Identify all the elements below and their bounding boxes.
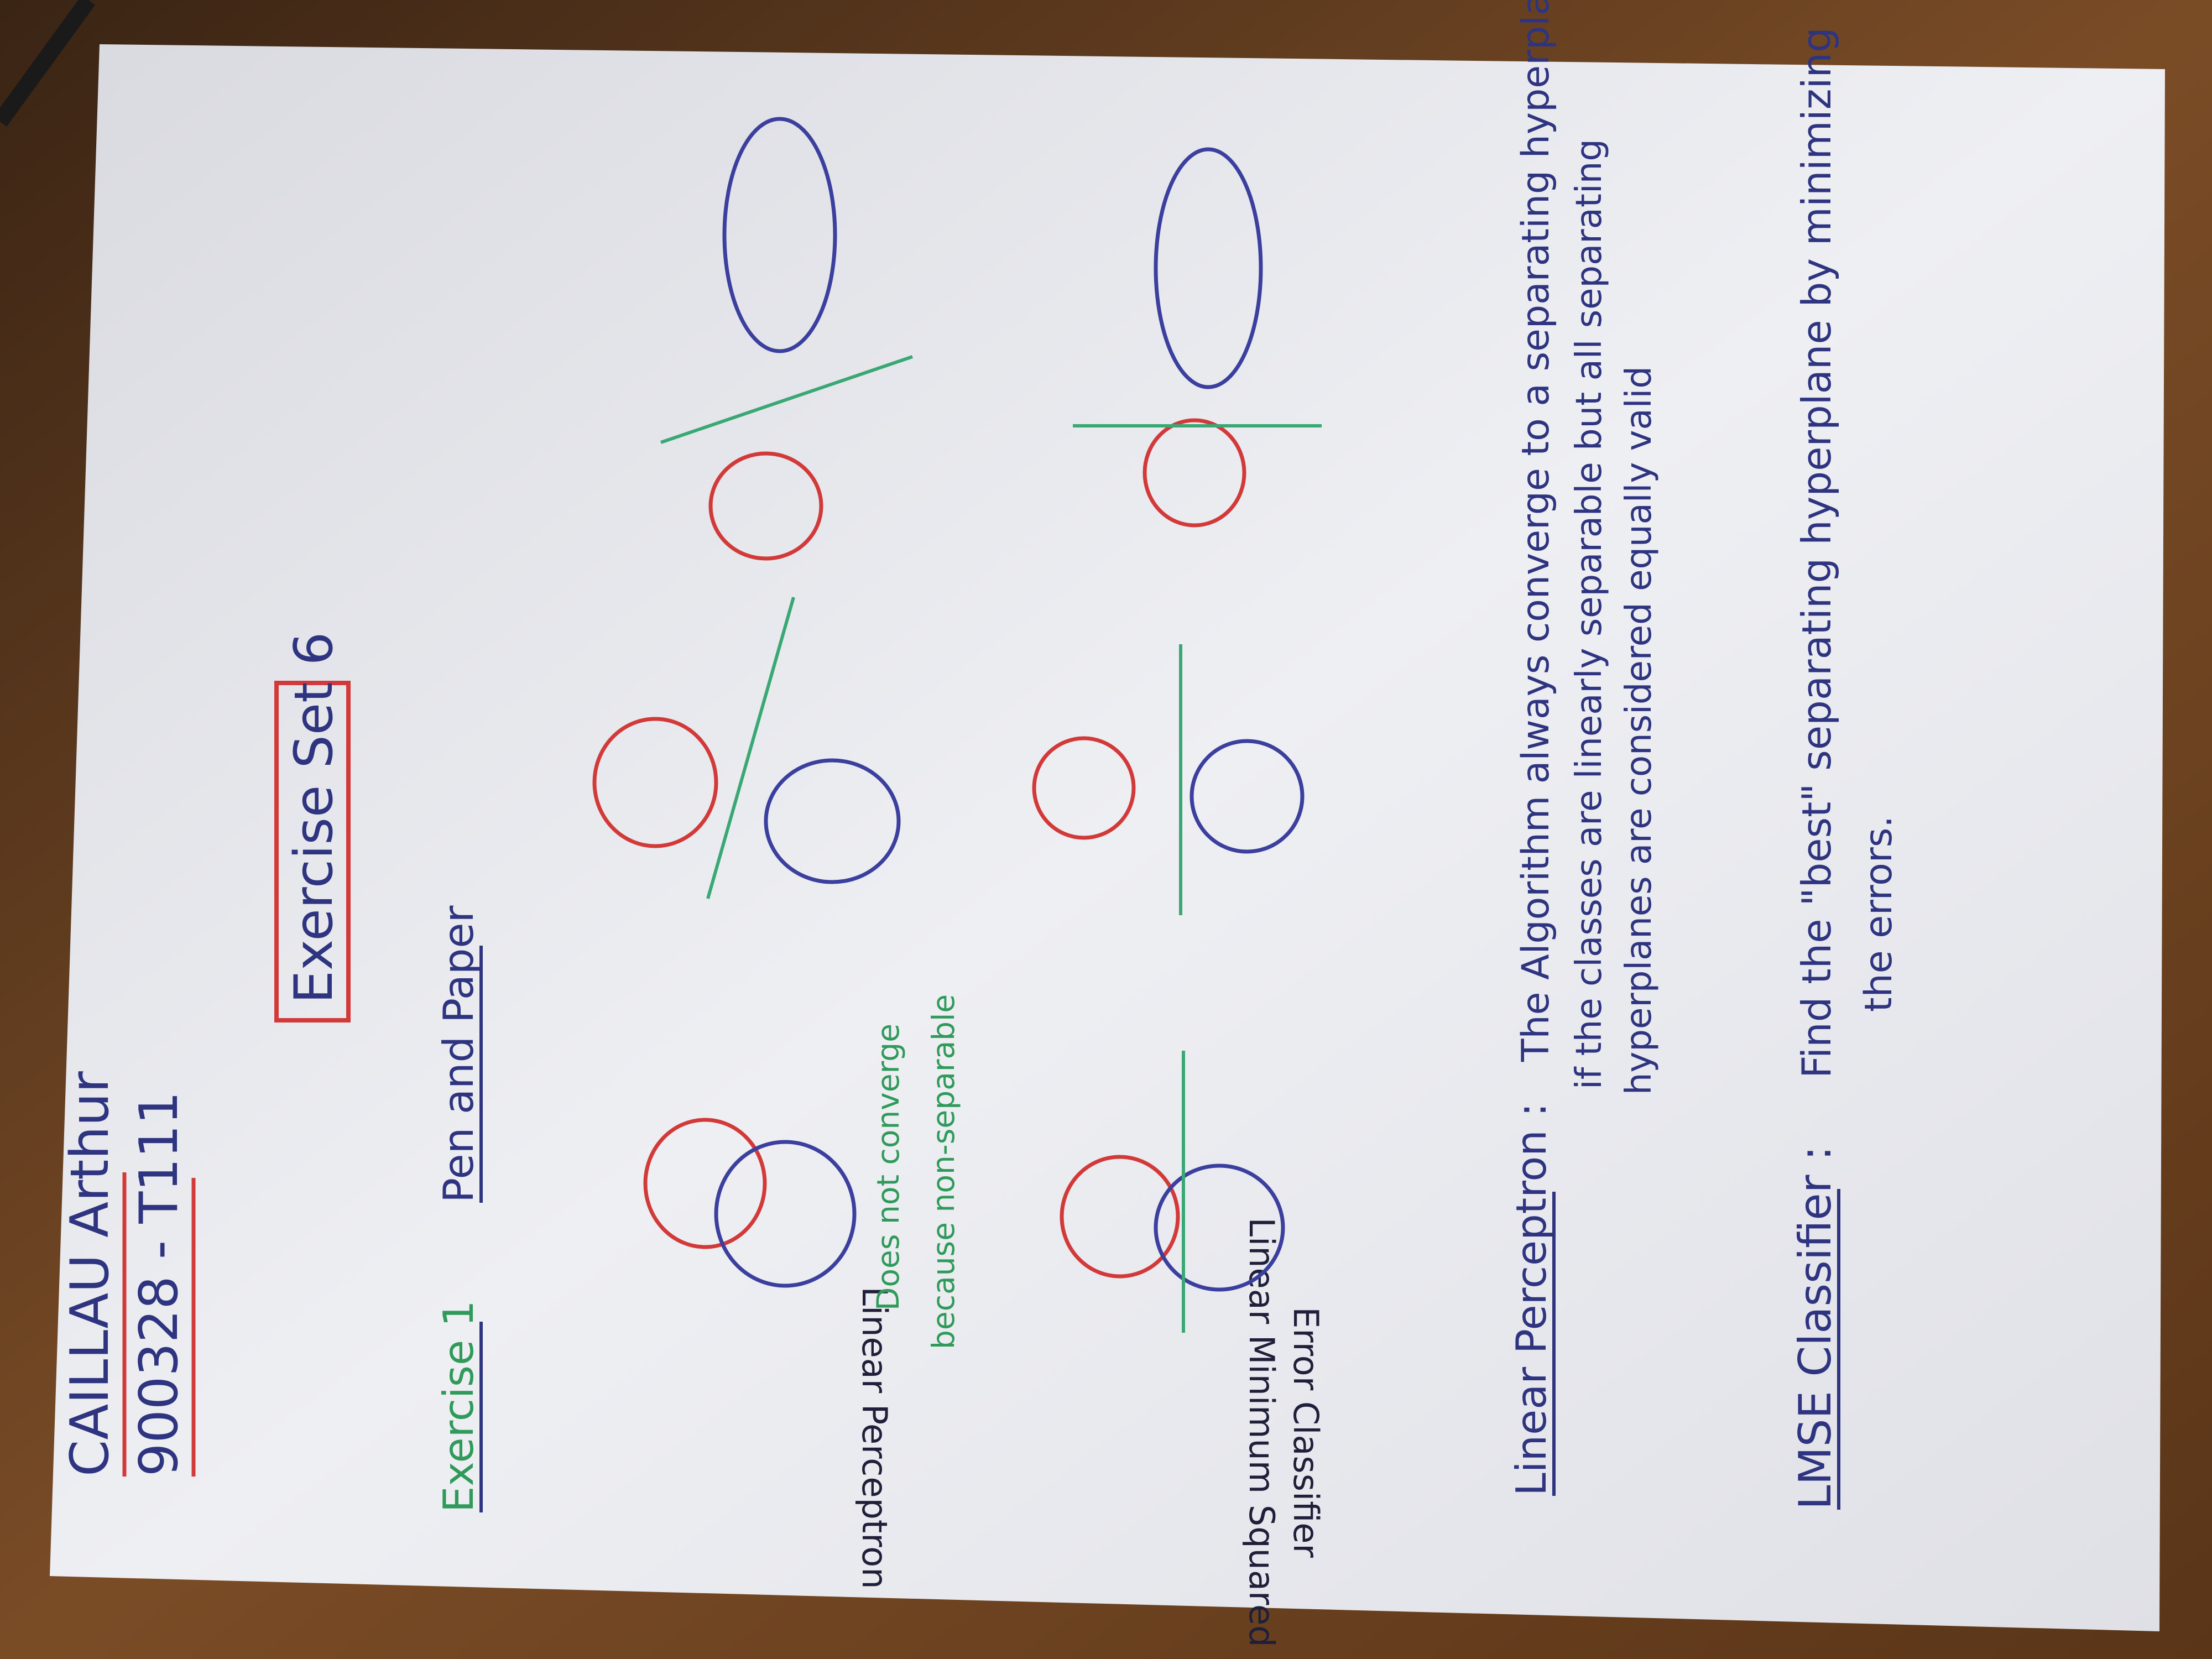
diagram-overlapping-classes <box>643 1118 857 1288</box>
diagram-unequal-classes-vertical-line <box>1073 147 1322 528</box>
perceptron-row-label: Linear Perceptron <box>854 1286 895 1589</box>
student-name: CAILLAU Arthur <box>60 1071 121 1477</box>
blue-class-ellipse <box>764 758 901 884</box>
separator-line <box>660 355 913 444</box>
separator-line <box>706 597 795 899</box>
title-box <box>274 681 351 1022</box>
red-class-ellipse <box>592 717 718 848</box>
diagram-overlapping-classes-lmse <box>1060 1051 1285 1333</box>
red-class-ellipse <box>1032 736 1136 840</box>
blue-class-ellipse <box>1190 739 1305 854</box>
lmse-row-label-line2: Error Classifier <box>1286 1307 1326 1558</box>
blue-class-ellipse <box>714 1140 857 1288</box>
section-label: Pen and Paper <box>434 905 483 1203</box>
lmse-row-label-line1: Linear Minimum Squared <box>1241 1217 1282 1647</box>
lmse-def-line2: the errors. <box>1857 816 1901 1012</box>
blue-class-ellipse <box>722 117 837 353</box>
red-class-ellipse <box>1060 1155 1180 1279</box>
red-class-ellipse <box>643 1118 767 1249</box>
note-line1: Does not converge <box>870 1024 906 1311</box>
exercise-label: Exercise 1 <box>434 1300 483 1512</box>
diagram-separable-tilted-line <box>592 597 901 899</box>
perceptron-def-line3: hyperplanes are considered equally valid <box>1619 366 1660 1095</box>
lmse-term: LMSE Classifier : <box>1790 1146 1841 1510</box>
red-class-ellipse <box>708 451 823 561</box>
blue-class-ellipse <box>1154 147 1263 389</box>
lmse-def-line1: Find the "best" separating hyperplane by… <box>1793 27 1840 1078</box>
note-line2: because non-separable <box>926 994 961 1349</box>
page-title: Exercise Set 6 <box>284 632 345 1004</box>
paper-sheet <box>50 44 2165 1631</box>
perceptron-term: Linear Perceptron : <box>1507 1103 1556 1496</box>
diagram-separable-vertical-line <box>1032 644 1305 915</box>
student-id: 900328 - T111 <box>129 1091 190 1477</box>
blue-class-ellipse <box>1154 1164 1285 1292</box>
red-class-ellipse <box>1142 418 1246 528</box>
perceptron-def-line2: if the classes are linearly separable bu… <box>1569 139 1610 1089</box>
diagram-unequal-classes-tilted-line <box>660 117 913 561</box>
pen-object <box>0 0 96 127</box>
note-non-separable: Does not converge because non-separable <box>870 994 961 1349</box>
perceptron-def-line1: The Algorithm always converge to a separ… <box>1514 0 1558 1062</box>
